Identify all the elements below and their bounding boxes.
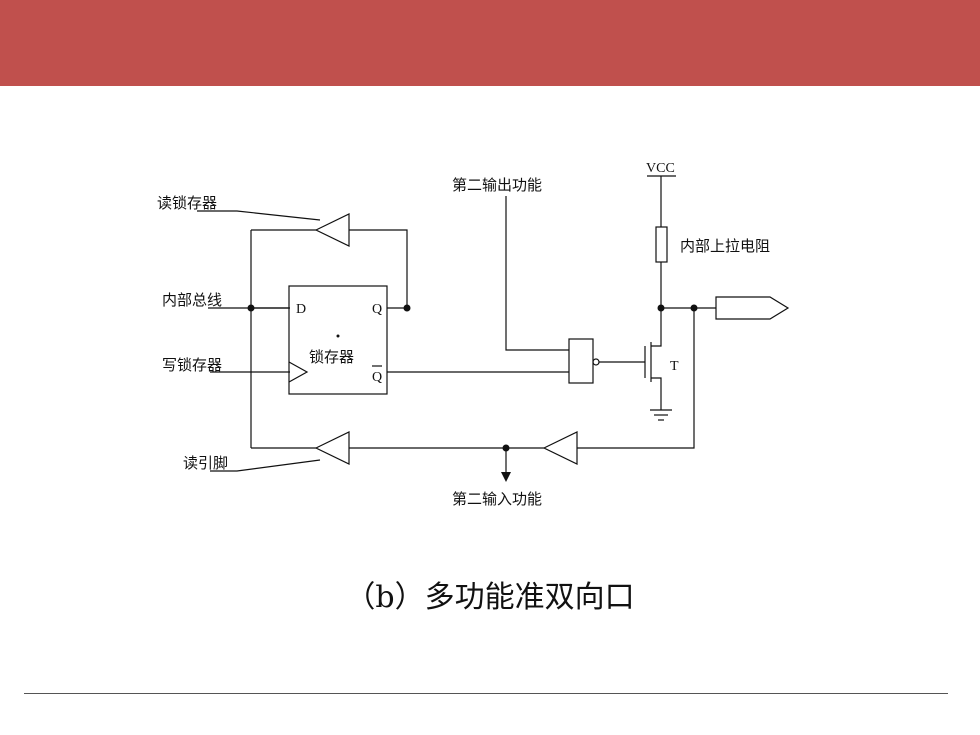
- nand-bubble: [592, 358, 600, 366]
- label-second-input: 第二输入功能: [452, 490, 542, 508]
- caption: （b）多功能准双向口: [345, 580, 635, 615]
- label-second-output: 第二输出功能: [452, 176, 542, 194]
- transistor-label: T: [670, 359, 679, 374]
- q-junction: [403, 304, 411, 312]
- nand-gate: [568, 338, 594, 384]
- label-read-pin: 读引脚: [183, 454, 228, 472]
- drain-junction: [657, 304, 665, 312]
- pin-d-label: D: [296, 302, 306, 317]
- clock-triangle: [288, 361, 309, 383]
- latch-label: 锁存器: [309, 348, 354, 366]
- footer-rule: [24, 693, 948, 694]
- header-bar: [0, 0, 980, 86]
- pin-q-label: Q: [372, 302, 382, 317]
- second-input-arrow: [501, 472, 511, 482]
- fet-drain: [651, 308, 662, 347]
- return-wire: [577, 308, 695, 449]
- port-pin: [715, 296, 790, 320]
- read-pin-lead: [210, 459, 321, 472]
- label-write-latch: 写锁存器: [162, 356, 222, 374]
- fet-source: [651, 377, 662, 410]
- read-latch-buffer: [314, 213, 350, 247]
- pullup-resistor: [655, 226, 668, 263]
- bus-junction: [247, 304, 255, 312]
- read-latch-wire: [349, 229, 408, 308]
- read-pin-buffer: [314, 431, 350, 465]
- input-buffer: [542, 431, 578, 465]
- read-latch-lead: [197, 210, 321, 221]
- latch-box: [288, 285, 388, 395]
- latch-dot: [336, 334, 340, 338]
- label-pullup: 内部上拉电阻: [680, 237, 770, 255]
- pin-qbar-label: Q: [372, 370, 382, 385]
- label-vcc: VCC: [646, 161, 675, 176]
- label-internal-bus: 内部总线: [162, 291, 222, 309]
- second-output-wire: [505, 196, 569, 351]
- label-read-latch: 读锁存器: [157, 194, 217, 212]
